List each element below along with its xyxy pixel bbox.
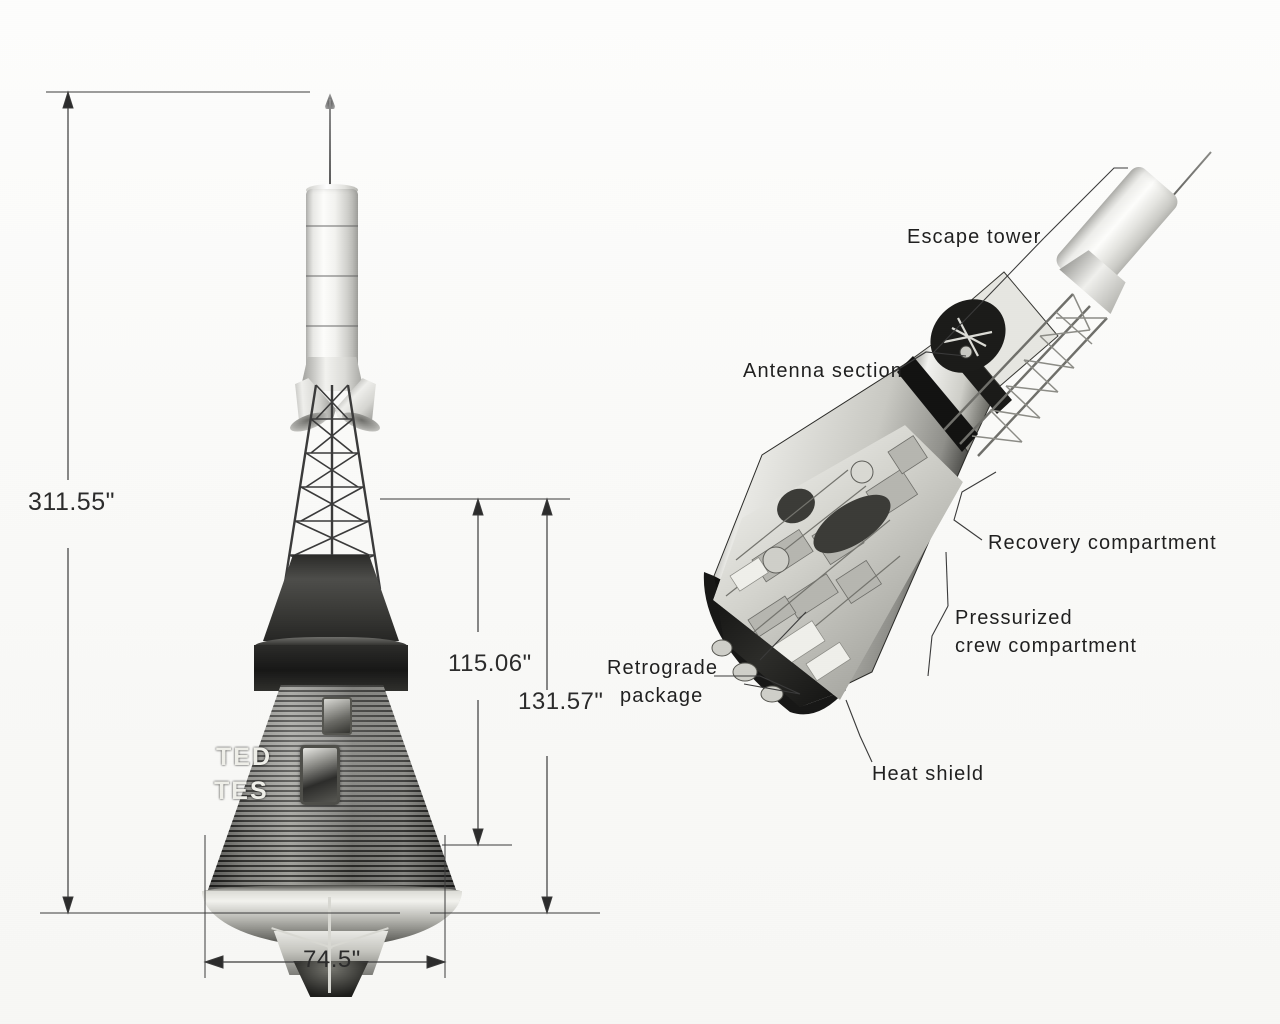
callout-escape-tower: Escape tower xyxy=(907,226,1042,248)
cutaway-retrograde-package xyxy=(711,639,784,703)
dimension-lines xyxy=(40,90,600,978)
recovery-compartment-external xyxy=(254,645,408,691)
callout-leader-lines xyxy=(714,167,1128,763)
dimension-capsule-height: 115.06" xyxy=(448,650,532,677)
cutaway-escape-tower-truss xyxy=(943,293,1108,457)
dimension-capsule-height-with-retro: 131.57" xyxy=(518,688,604,715)
marking-states: TES xyxy=(214,777,269,805)
callout-heat-shield: Heat shield xyxy=(872,763,985,785)
callout-retrograde-line1: Retrograde xyxy=(607,657,719,679)
dimension-heat-shield-diameter: 74.5" xyxy=(303,946,361,973)
marking-united: TED xyxy=(216,743,272,771)
capsule-hatch-panel xyxy=(322,697,352,735)
callout-recovery-compartment: Recovery compartment xyxy=(988,532,1217,554)
escape-rocket-motor xyxy=(306,189,358,366)
callout-retrograde-line2: package xyxy=(620,685,704,707)
dimension-overall-height: 311.55" xyxy=(28,488,115,516)
cutaway-capsule-shell xyxy=(703,271,1059,715)
callout-pressurized-line2: crew compartment xyxy=(955,635,1138,657)
callout-pressurized-line1: Pressurized xyxy=(955,607,1073,629)
capsule-window xyxy=(300,745,340,805)
antenna-spike xyxy=(329,99,331,191)
callout-antenna-section: Antenna section xyxy=(743,360,903,382)
mercury-spacecraft-external-view: TED TES xyxy=(150,85,510,997)
